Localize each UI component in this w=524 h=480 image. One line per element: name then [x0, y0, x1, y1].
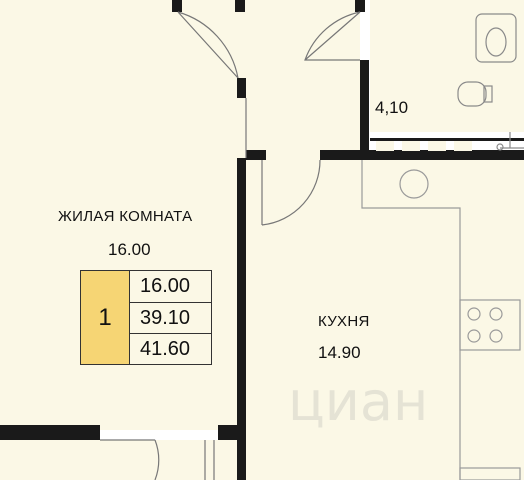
area-summary-table: 16.00 39.10 41.60: [130, 270, 212, 365]
living-room-area: 16.00: [108, 240, 151, 259]
wall-bathroom-left: [360, 60, 369, 160]
stove-icon: [459, 299, 521, 351]
kitchen-floor: [250, 160, 524, 480]
wall-top-right: [355, 0, 365, 12]
wall-top-left: [172, 0, 182, 12]
toilet-icon: [457, 81, 487, 107]
door-swing-kitchen: [261, 159, 321, 226]
wall-bathroom-bottom: [320, 150, 524, 160]
total-with-balcony-value: 41.60: [140, 338, 191, 360]
bathroom-area: 4,10: [375, 98, 409, 117]
cian-watermark: циан: [288, 370, 429, 433]
sink-icon: [399, 169, 429, 199]
door-swing-lower: [100, 439, 160, 480]
bathroom-floor: [370, 0, 524, 132]
wall-lower-stub: [218, 425, 240, 440]
lower-floor: [0, 440, 240, 480]
door-lower-right: [204, 440, 215, 480]
living-area-value: 16.00: [130, 271, 211, 303]
kitchen-area: 14.90: [318, 343, 361, 362]
wall-hall-stub: [246, 150, 266, 160]
wall-top-mid: [235, 0, 245, 12]
shower-corner-icon: [500, 132, 524, 149]
door-swing-living: [177, 11, 239, 79]
wall-lower-left: [0, 425, 100, 440]
wall-living-hall-upper: [237, 78, 246, 98]
total-area-value: 39.10: [130, 303, 211, 334]
door-swing-bathroom: [304, 11, 361, 61]
kitchen-name: КУХНЯ: [318, 313, 370, 330]
bathtub-icon: [475, 13, 517, 63]
living-room-name: ЖИЛАЯ КОМНАТА: [58, 208, 193, 225]
wall-living-hall: [237, 158, 246, 480]
rooms-count-badge: 1: [80, 270, 130, 365]
